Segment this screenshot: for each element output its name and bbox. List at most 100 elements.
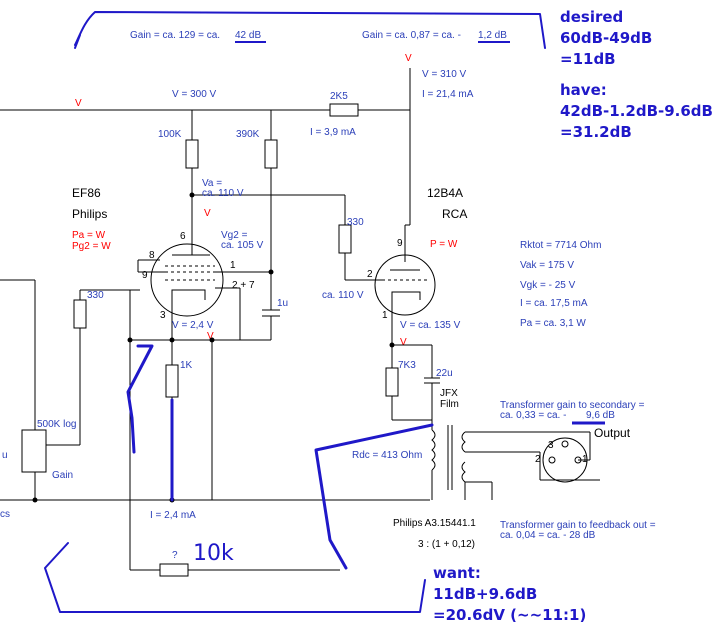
label-b4a-vg: ca. 110 V (322, 290, 364, 301)
tx-secondary (461, 431, 466, 453)
top-brace-tail (74, 34, 81, 49)
label-v300: V = 300 V (172, 89, 217, 100)
label-vgk: Vgk = - 25 V (520, 280, 576, 291)
tx-primary (431, 429, 436, 471)
ef86-pin-6: 6 (180, 231, 186, 242)
ef86-envelope (150, 243, 224, 317)
ef86-pin-3: 3 (160, 310, 166, 321)
note-want: want: (433, 564, 481, 582)
xlr-pin-2-dot (548, 456, 556, 464)
handdrawn-feedback-path (314, 423, 434, 570)
label-330-input: 330 (87, 290, 104, 301)
tx-feedback-winding (461, 461, 466, 483)
note-10k: 10k (193, 541, 234, 566)
handdrawn-cathode-scribble (126, 344, 154, 454)
b4a-name: 12B4A (427, 186, 463, 200)
ef86-pg2: Pg2 = W (72, 241, 111, 252)
xlr-pin-1: 1 (582, 454, 588, 465)
note-desired: desired (560, 8, 623, 26)
label-100k: 100K (158, 129, 182, 140)
ef86-pa: Pa = W (72, 230, 106, 241)
note-have-calc: 42dB-1.2dB-9.6dB (560, 102, 713, 120)
label-v310: V = 310 V (422, 69, 467, 80)
ef86-pin-9: 9 (142, 270, 148, 281)
label-va-2: ca. 110 V (202, 188, 244, 199)
gain-stage2-text: Gain = ca. 0,87 = ca. - (362, 30, 461, 41)
label-b4a-pa: Pa = ca. 3,1 W (520, 318, 586, 329)
b4a-pin-1: 1 (382, 310, 388, 321)
b4a-p: P = W (430, 239, 458, 250)
resistor-2k5 (329, 103, 359, 117)
resistor-7k3 (385, 367, 399, 397)
junction-plate (189, 192, 195, 198)
label-jfx: JFX (440, 388, 458, 399)
label-i39: I = 3,9 mA (310, 127, 356, 138)
b4a-envelope (374, 254, 436, 316)
resistor-1k (165, 364, 179, 398)
v-marker-top: V (405, 53, 412, 64)
label-gain: Gain (52, 470, 73, 481)
b4a-cathode (391, 291, 421, 300)
v-marker-rail: V (75, 98, 82, 109)
label-film: Film (440, 399, 459, 410)
label-22u: 22u (436, 368, 453, 379)
note-have: have: (560, 81, 607, 99)
tx-gain-text-2: ca. 0,33 = ca. - (500, 410, 566, 421)
note-desired-result: =11dB (560, 50, 616, 68)
label-fb-res: ? (172, 550, 178, 561)
label-390k: 390K (236, 129, 260, 140)
junction-gnd-pot (32, 497, 38, 503)
note-want-result: =20.6dV (~~11:1) (433, 606, 586, 624)
label-2k5: 2K5 (330, 91, 348, 102)
v-marker-cathode: V (207, 331, 214, 342)
gain-stage2-db: 1,2 dB (478, 30, 507, 41)
resistor-100k (185, 139, 199, 169)
label-tx-ratio: 3 : (1 + 0,12) (418, 539, 475, 550)
v-marker-b4a: V (400, 337, 407, 348)
resistor-330-b4a (338, 224, 352, 254)
label-ik: I = 2,4 mA (150, 510, 196, 521)
note-want-calc: 11dB+9.6dB (433, 585, 537, 603)
label-va-1: Va = (202, 178, 222, 189)
junction-cathode-mid (169, 337, 175, 343)
b4a-pin-9: 9 (397, 238, 403, 249)
label-tx-part: Philips A3.15441.1 (393, 518, 476, 529)
potentiometer-500k (21, 429, 47, 473)
gain-stage1-text: Gain = ca. 129 = ca. (130, 30, 220, 41)
b4a-maker: RCA (442, 207, 467, 221)
v-marker-plate: V (204, 208, 211, 219)
label-output: Output (594, 426, 631, 440)
label-u: u (2, 450, 8, 461)
ef86-maker: Philips (72, 207, 107, 221)
bottom-brace (44, 542, 426, 613)
label-330-b4a: 330 (347, 217, 364, 228)
tx-gain-db: 9,6 dB (586, 410, 615, 421)
junction-b4a-cathode (389, 342, 395, 348)
note-desired-calc: 60dB-49dB (560, 29, 652, 47)
gain-stage1-db: 42 dB (235, 30, 261, 41)
label-b4a-vk: V = ca. 135 V (400, 320, 461, 331)
ef86-pin-27: 2 + 7 (232, 280, 255, 291)
resistor-330-input (73, 299, 87, 329)
label-ef86-vk: V = 2,4 V (172, 320, 214, 331)
note-have-result: =31.2dB (560, 123, 632, 141)
resistor-390k (264, 139, 278, 169)
label-7k3: 7K3 (398, 360, 416, 371)
label-rdc: Rdc = 413 Ohm (352, 450, 422, 461)
label-vg2-2: ca. 105 V (221, 240, 264, 251)
fb-gain-text-1: Transformer gain to feedback out = (500, 520, 656, 531)
resistor-feedback (159, 563, 189, 577)
label-1u: 1u (277, 298, 288, 309)
fb-gain-text-2: ca. 0,04 = ca. - 28 dB (500, 530, 596, 541)
label-vak: Vak = 175 V (520, 260, 574, 271)
tx-gain-text-1: Transformer gain to secondary = (500, 400, 645, 411)
label-pot: 500K log (37, 419, 76, 430)
label-vg2-1: Vg2 = (221, 230, 248, 241)
label-cs: cs (0, 509, 10, 520)
ef86-cathode (171, 289, 206, 300)
ef86-pin-8: 8 (149, 250, 155, 261)
b4a-pin-2: 2 (367, 269, 373, 280)
label-i214: I = 21,4 mA (422, 89, 474, 100)
